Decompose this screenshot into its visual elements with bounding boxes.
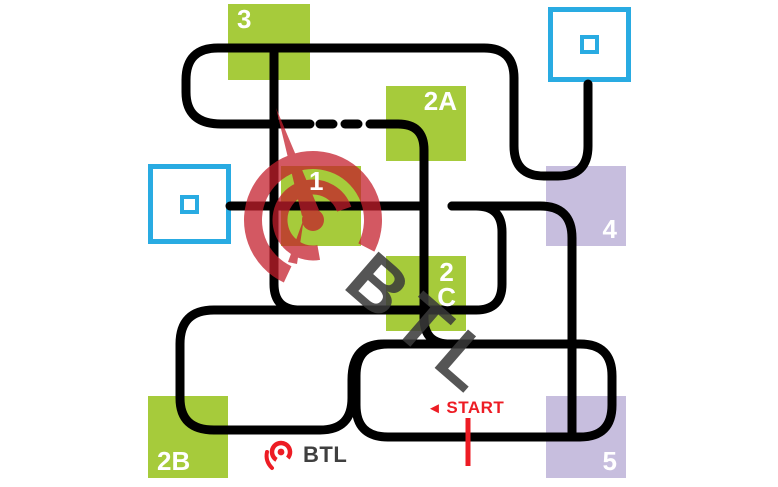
zone-2b-label: 2B xyxy=(157,446,191,477)
checkpoint-left xyxy=(148,164,231,244)
track-segment xyxy=(447,201,577,442)
start-marker: ◄ START xyxy=(427,398,504,418)
checkpoint-inner-square xyxy=(180,194,199,214)
btl-logo-text: BTL xyxy=(303,442,348,467)
track-segment xyxy=(269,43,507,315)
checkpoint-inner-square xyxy=(580,35,599,54)
start-arrow-icon: ◄ xyxy=(427,399,443,417)
zone-5-label: 5 xyxy=(602,446,617,477)
zone-3: 3 xyxy=(228,4,310,80)
zone-1-label: 1 xyxy=(309,166,324,196)
zone-2a-label: 2A xyxy=(423,86,457,116)
zone-2b: 2B xyxy=(148,396,228,478)
zone-2c-label: 2 C xyxy=(437,257,456,312)
btl-logo-icon xyxy=(264,440,293,470)
btl-logo: BTL xyxy=(262,438,347,472)
track-segment xyxy=(181,43,593,181)
checkpoint-top-right xyxy=(548,7,631,82)
btl-target-watermark-icon xyxy=(244,108,382,289)
zone-4-label: 4 xyxy=(602,214,617,245)
zone-3-label: 3 xyxy=(237,4,252,34)
track-segment xyxy=(175,305,397,435)
track-segment xyxy=(365,119,429,211)
start-label: START xyxy=(446,398,505,417)
